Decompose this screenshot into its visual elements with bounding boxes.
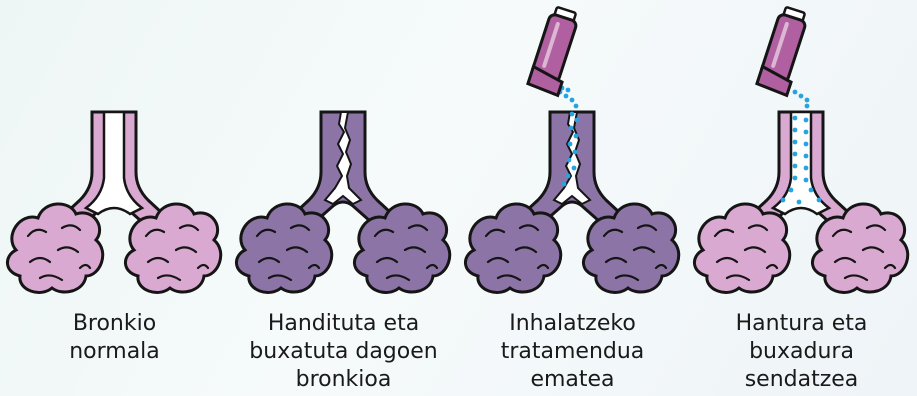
lung-left <box>465 204 560 293</box>
inhaler-icon <box>527 6 583 96</box>
caption-line: buxatuta dagoen <box>229 338 458 366</box>
caption-line: Hantura eta <box>687 310 916 338</box>
caption-line: buxadura <box>687 338 916 366</box>
caption-line: Handituta eta <box>229 310 458 338</box>
inflamed-bronchus-illustration <box>229 0 458 310</box>
lung-left <box>7 204 102 293</box>
normal-bronchus-illustration <box>0 0 229 310</box>
caption-line: Inhalatzeko <box>458 310 687 338</box>
caption-inhaled-treatment: Inhalatzeko tratamendua ematea <box>458 310 687 394</box>
caption-line: Bronkio <box>0 310 229 338</box>
caption-line: ematea <box>458 366 687 394</box>
caption-line: bronkioa <box>229 366 458 394</box>
caption-line: normala <box>0 338 229 366</box>
caption-line: tratamendua <box>458 338 687 366</box>
caption-inflamed-bronchus: Handituta eta buxatuta dagoen bronkioa <box>229 310 458 394</box>
healed-bronchus-illustration <box>687 0 916 310</box>
lung-left <box>694 204 789 293</box>
treatment-illustration <box>458 0 687 310</box>
caption-normal-bronchus: Bronkio normala <box>0 310 229 366</box>
lung-left <box>236 204 331 293</box>
caption-line: sendatzea <box>687 366 916 394</box>
panel-healed-bronchus: Hantura eta buxadura sendatzea <box>687 0 916 396</box>
panel-inflamed-bronchus: Handituta eta buxatuta dagoen bronkioa <box>229 0 458 396</box>
panel-inhaled-treatment: Inhalatzeko tratamendua ematea <box>458 0 687 396</box>
panel-normal-bronchus: Bronkio normala <box>0 0 229 396</box>
inhaler-icon <box>756 6 812 96</box>
caption-healed-bronchus: Hantura eta buxadura sendatzea <box>687 310 916 394</box>
